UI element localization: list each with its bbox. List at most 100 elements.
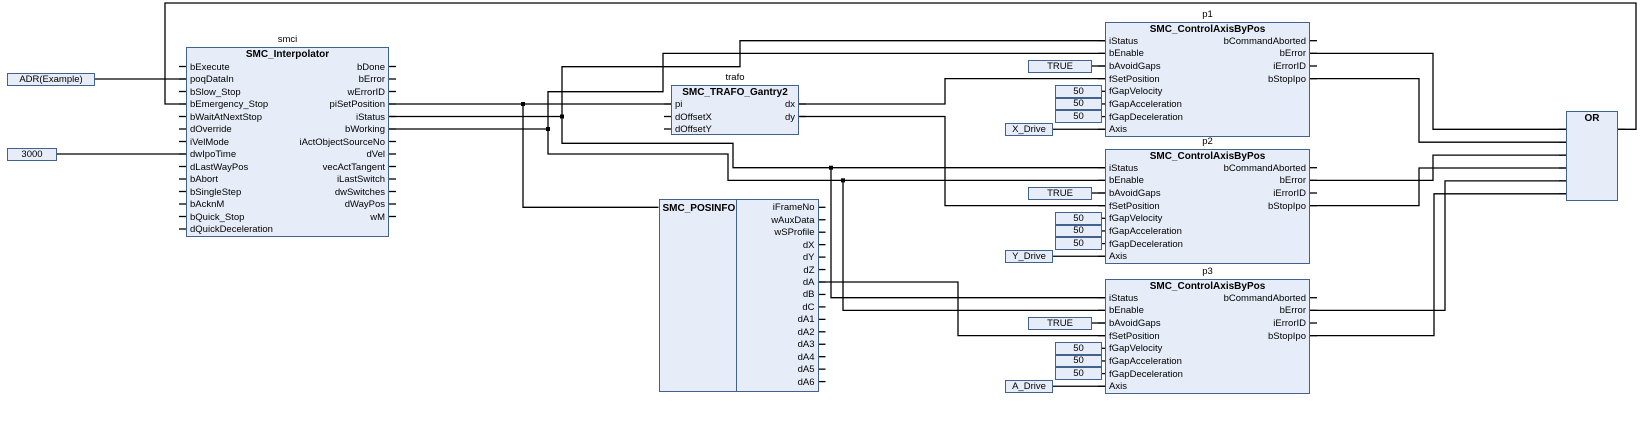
pin-trafo-dy[interactable]: dy xyxy=(784,111,795,123)
pin-smci-bSlow_Stop[interactable]: bSlow_Stop xyxy=(190,86,241,98)
pin-posinfo-dB[interactable]: dB xyxy=(802,289,815,301)
pin-posinfo-dA5[interactable]: dA5 xyxy=(797,364,815,376)
pin-p3-bAvoidGaps[interactable]: bAvoidGaps xyxy=(1109,318,1161,329)
pin-p3-iStatus[interactable]: iStatus xyxy=(1109,292,1139,304)
operand-box-p3-acc[interactable]: 50 xyxy=(1055,354,1102,368)
pin-smci-dVel[interactable]: dVel xyxy=(366,149,386,160)
pin-trafo-dOffsetX[interactable]: dOffsetX xyxy=(675,111,712,123)
pin-p1-fSetPosition[interactable]: fSetPosition xyxy=(1109,73,1160,85)
pin-smci-bWorking[interactable]: bWorking xyxy=(345,124,385,135)
operand-box-p2-vel[interactable]: 50 xyxy=(1055,212,1102,225)
pin-p2-fSetPosition[interactable]: fSetPosition xyxy=(1109,200,1160,212)
pin-posinfo-dA2[interactable]: dA2 xyxy=(797,326,815,338)
pin-posinfo-dA4[interactable]: dA4 xyxy=(797,351,815,363)
pin-smci-poqDataIn[interactable]: poqDataIn xyxy=(190,74,234,85)
pin-smci-dLastWayPos[interactable]: dLastWayPos xyxy=(190,161,249,173)
pin-posinfo-dZ[interactable]: dZ xyxy=(803,264,815,276)
pin-p2-fGapAcceleration[interactable]: fGapAcceleration xyxy=(1109,225,1182,237)
pin-posinfo-dA[interactable]: dA xyxy=(802,277,815,288)
pin-smci-bWaitAtNextStop[interactable]: bWaitAtNextStop xyxy=(190,111,262,123)
pin-posinfo-dX[interactable]: dX xyxy=(802,239,815,251)
operand-box-adr-example[interactable]: ADR(Example) xyxy=(7,72,95,86)
pin-smci-dWayPos[interactable]: dWayPos xyxy=(344,199,385,210)
pin-trafo-dOffsetY[interactable]: dOffsetY xyxy=(675,124,712,135)
pin-p1-fGapVelocity[interactable]: fGapVelocity xyxy=(1109,86,1163,98)
pin-p3-bCommandAborted[interactable]: bCommandAborted xyxy=(1223,292,1306,304)
operand-box-a-drive[interactable]: A_Drive xyxy=(1005,379,1053,393)
pin-smci-bAcknM[interactable]: bAcknM xyxy=(190,199,225,210)
pin-p3-Axis[interactable]: Axis xyxy=(1109,381,1127,393)
pin-trafo-pi[interactable]: pi xyxy=(675,99,683,110)
instance-label-smci[interactable]: smci xyxy=(277,33,298,45)
pin-p3-fGapDeceleration[interactable]: fGapDeceleration xyxy=(1109,368,1183,380)
pin-p2-bAvoidGaps[interactable]: bAvoidGaps xyxy=(1109,188,1161,199)
pin-p3-bStopIpo[interactable]: bStopIpo xyxy=(1267,330,1306,342)
operand-box-y-drive[interactable]: Y_Drive xyxy=(1005,249,1053,263)
pin-trafo-dx[interactable]: dx xyxy=(784,99,795,110)
pin-smci-iStatus[interactable]: iStatus xyxy=(355,111,385,123)
pin-p1-fGapAcceleration[interactable]: fGapAcceleration xyxy=(1109,98,1182,110)
pin-smci-bDone[interactable]: bDone xyxy=(357,61,385,73)
instance-label-trafo[interactable]: trafo xyxy=(725,71,745,83)
pin-p3-bEnable[interactable]: bEnable xyxy=(1109,305,1144,317)
instance-label-p3[interactable]: p3 xyxy=(1202,265,1213,277)
operand-box-true-p1[interactable]: TRUE xyxy=(1028,59,1092,73)
pin-smci-bError[interactable]: bError xyxy=(358,74,385,85)
pin-smci-iActObjectSourceNo[interactable]: iActObjectSourceNo xyxy=(299,136,385,148)
pin-smci-iVelMode[interactable]: iVelMode xyxy=(190,136,230,148)
pin-smci-bAbort[interactable]: bAbort xyxy=(190,174,218,185)
operand-box-true-p2[interactable]: TRUE xyxy=(1028,186,1092,200)
pin-p2-bCommandAborted[interactable]: bCommandAborted xyxy=(1223,162,1306,174)
pin-posinfo-dC[interactable]: dC xyxy=(802,301,815,313)
operand-box-p3-dec[interactable]: 50 xyxy=(1055,367,1102,380)
pin-p3-iErrorID[interactable]: iErrorID xyxy=(1273,318,1306,329)
pin-p2-iErrorID[interactable]: iErrorID xyxy=(1273,188,1306,199)
pin-smci-dOverride[interactable]: dOverride xyxy=(190,124,232,135)
operand-box-p1-acc[interactable]: 50 xyxy=(1055,97,1102,111)
pin-p1-bStopIpo[interactable]: bStopIpo xyxy=(1267,73,1306,85)
pin-smci-dQuickDeceleration[interactable]: dQuickDeceleration xyxy=(190,224,273,235)
pin-posinfo-dA1[interactable]: dA1 xyxy=(797,314,815,326)
pin-p1-Axis[interactable]: Axis xyxy=(1109,124,1127,136)
pin-posinfo-dA3[interactable]: dA3 xyxy=(797,339,815,351)
pin-p1-bAvoidGaps[interactable]: bAvoidGaps xyxy=(1109,61,1161,72)
pin-smci-bQuick_Stop[interactable]: bQuick_Stop xyxy=(190,211,245,223)
operand-box-true-p3[interactable]: TRUE xyxy=(1028,316,1092,330)
pin-p3-bError[interactable]: bError xyxy=(1279,305,1306,317)
pin-p3-fSetPosition[interactable]: fSetPosition xyxy=(1109,330,1160,342)
pin-smci-bEmergency_Stop[interactable]: bEmergency_Stop xyxy=(190,99,269,110)
pin-p3-fGapAcceleration[interactable]: fGapAcceleration xyxy=(1109,355,1182,367)
pin-smci-dwSwitches[interactable]: dwSwitches xyxy=(334,186,385,198)
pin-p2-Axis[interactable]: Axis xyxy=(1109,251,1127,263)
pin-posinfo-dY[interactable]: dY xyxy=(802,252,815,264)
pin-smci-wErrorID[interactable]: wErrorID xyxy=(347,86,385,98)
pin-smci-piSetPosition[interactable]: piSetPosition xyxy=(329,99,385,110)
pin-posinfo-dA6[interactable]: dA6 xyxy=(797,376,815,388)
pin-p2-bEnable[interactable]: bEnable xyxy=(1109,175,1144,187)
pin-p2-iStatus[interactable]: iStatus xyxy=(1109,162,1139,174)
pin-smci-wM[interactable]: wM xyxy=(370,211,385,223)
pin-posinfo-wAuxData[interactable]: wAuxData xyxy=(771,214,815,226)
operand-box-p1-vel[interactable]: 50 xyxy=(1055,85,1102,98)
operand-box-ipo-time[interactable]: 3000 xyxy=(7,147,57,161)
operand-box-p2-dec[interactable]: 50 xyxy=(1055,237,1102,250)
pin-smci-iLastSwitch[interactable]: iLastSwitch xyxy=(336,174,385,185)
pin-p2-bError[interactable]: bError xyxy=(1279,175,1306,187)
operand-box-p2-acc[interactable]: 50 xyxy=(1055,224,1102,238)
pin-posinfo-wSProfile[interactable]: wSProfile xyxy=(774,227,815,239)
operand-box-p1-dec[interactable]: 50 xyxy=(1055,110,1102,123)
pin-smci-bExecute[interactable]: bExecute xyxy=(190,61,230,73)
instance-label-p2[interactable]: p2 xyxy=(1202,135,1213,147)
operand-box-p3-vel[interactable]: 50 xyxy=(1055,342,1102,355)
pin-p2-fGapDeceleration[interactable]: fGapDeceleration xyxy=(1109,238,1183,250)
pin-posinfo-iFrameNo[interactable]: iFrameNo xyxy=(772,202,815,214)
pin-smci-dwIpoTime[interactable]: dwIpoTime xyxy=(190,149,237,160)
pin-smci-vecActTangent[interactable]: vecActTangent xyxy=(322,161,385,173)
operand-box-x-drive[interactable]: X_Drive xyxy=(1005,122,1053,136)
